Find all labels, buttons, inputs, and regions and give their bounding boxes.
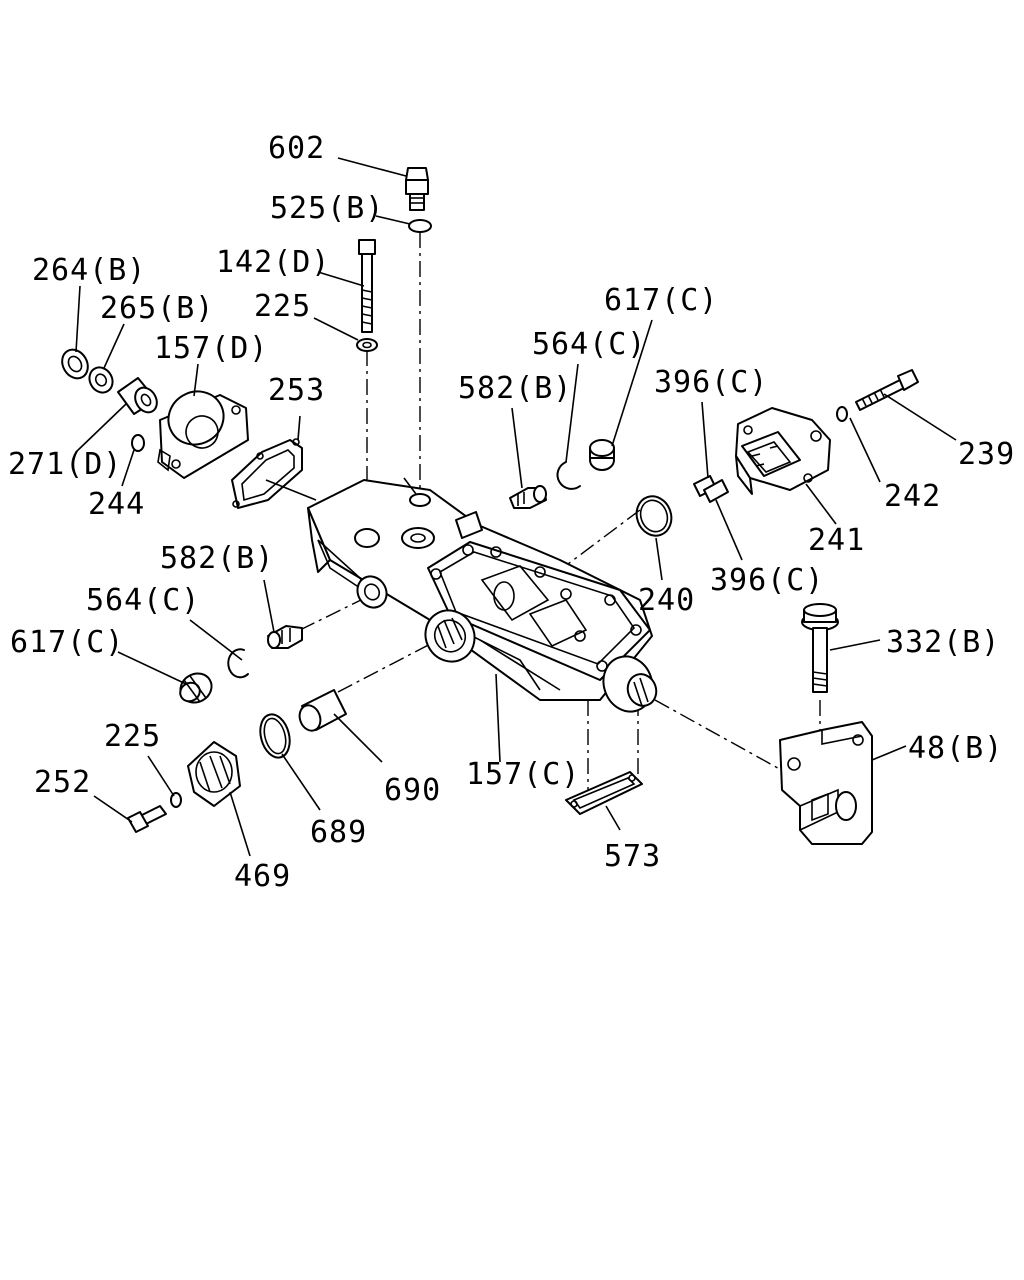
label-582b-lower: 582(B) — [160, 541, 274, 576]
label-157c: 157(C) — [466, 757, 580, 792]
part-396c-pins — [693, 475, 729, 503]
label-252: 252 — [34, 765, 91, 800]
part-690-sleeve — [298, 689, 347, 732]
part-157d-housing — [157, 390, 249, 479]
part-573-plate — [565, 771, 643, 815]
part-252-bolt — [127, 805, 167, 833]
callout-labels: 602 525(B) 142(D) 264(B) 265(B) 225 157(… — [8, 131, 1015, 894]
label-617c-lower: 617(C) — [10, 625, 124, 660]
part-240-oring — [635, 495, 673, 537]
part-142d-bolt — [358, 239, 376, 333]
label-242: 242 — [884, 479, 941, 514]
part-564c-lower-clip — [227, 648, 249, 679]
label-582b-upper: 582(B) — [458, 371, 572, 406]
label-264b: 264(B) — [32, 253, 146, 288]
label-690: 690 — [384, 773, 441, 808]
label-332b: 332(B) — [886, 625, 1000, 660]
part-582b-upper — [509, 485, 547, 509]
label-241: 241 — [808, 523, 865, 558]
label-244: 244 — [88, 487, 145, 522]
label-617c-upper: 617(C) — [604, 283, 718, 318]
label-525b: 525(B) — [270, 191, 384, 226]
label-142d: 142(D) — [216, 245, 330, 280]
part-239-bolt — [855, 369, 919, 411]
part-271d-bushing — [117, 377, 158, 415]
part-264b-seal — [61, 348, 89, 380]
part-241-block — [735, 407, 831, 495]
label-265b: 265(B) — [100, 291, 214, 326]
part-265b-ring — [88, 366, 114, 394]
label-239: 239 — [958, 437, 1015, 472]
part-48b-bracket — [779, 721, 873, 845]
leader-lines — [75, 157, 957, 857]
part-332b-bolt — [801, 603, 839, 693]
part-689-oring — [259, 713, 291, 759]
part-617c-lower-plug — [179, 672, 213, 704]
label-48b: 48(B) — [908, 731, 1003, 766]
part-242-washer — [836, 406, 848, 422]
label-225-lower: 225 — [104, 719, 161, 754]
part-225-washer-lower — [170, 792, 182, 808]
part-525b-washer — [408, 219, 432, 233]
label-396c-upper: 396(C) — [654, 365, 768, 400]
label-469: 469 — [234, 859, 291, 894]
part-469-cap — [187, 741, 241, 807]
part-564c-upper-clip — [556, 461, 581, 490]
part-244-washer — [131, 434, 145, 452]
label-225-top: 225 — [254, 289, 311, 324]
label-396c-lower: 396(C) — [710, 563, 824, 598]
label-573: 573 — [604, 839, 661, 874]
part-602-plug — [405, 167, 429, 211]
part-225-washer-top — [356, 338, 378, 352]
label-240: 240 — [638, 583, 695, 618]
label-689: 689 — [310, 815, 367, 850]
label-271d: 271(D) — [8, 447, 122, 482]
part-253-gasket — [231, 438, 303, 509]
label-253: 253 — [268, 373, 325, 408]
label-157d: 157(D) — [154, 331, 268, 366]
part-617c-upper-plug — [589, 439, 615, 471]
label-564c-upper: 564(C) — [532, 327, 646, 362]
label-564c-lower: 564(C) — [86, 583, 200, 618]
label-602: 602 — [268, 131, 325, 166]
part-157c-main-housing — [307, 479, 658, 713]
